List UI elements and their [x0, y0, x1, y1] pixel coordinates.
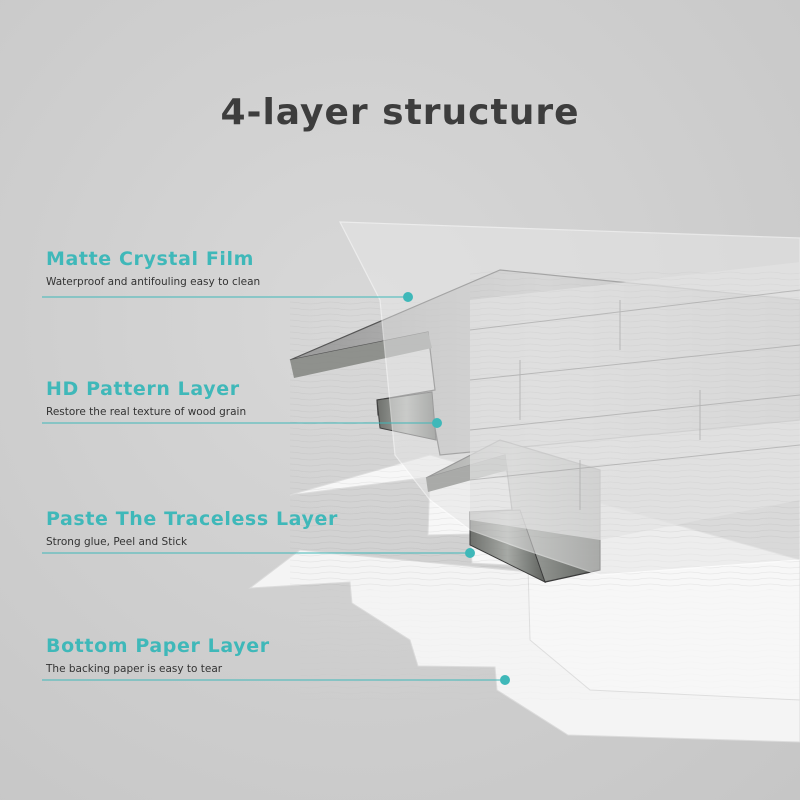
leader-dot-1: [403, 292, 413, 302]
layer-name: Bottom Paper Layer: [46, 635, 270, 657]
layer-label-paste-traceless-layer: Paste The Traceless Layer Strong glue, P…: [46, 508, 406, 548]
layer-description: The backing paper is easy to tear: [46, 663, 223, 675]
layer-name: HD Pattern Layer: [46, 378, 240, 400]
layer-description: Restore the real texture of wood grain: [46, 406, 247, 418]
leader-dot-2: [432, 418, 442, 428]
leader-dot-3: [465, 548, 475, 558]
layer-description: Strong glue, Peel and Stick: [46, 536, 188, 548]
layer-label-hd-pattern-layer: HD Pattern Layer Restore the real textur…: [46, 378, 406, 418]
layer-label-bottom-paper-layer: Bottom Paper Layer The backing paper is …: [46, 635, 406, 675]
page-title: 4-layer structure: [220, 92, 580, 133]
layer-description: Waterproof and antifouling easy to clean: [46, 276, 261, 288]
leader-dot-4: [500, 675, 510, 685]
matte-crystal-film: [338, 221, 800, 576]
layer-name: Paste The Traceless Layer: [46, 508, 338, 530]
layer-label-matte-crystal-film: Matte Crystal Film Waterproof and antifo…: [46, 248, 406, 288]
layer-name: Matte Crystal Film: [46, 248, 255, 270]
